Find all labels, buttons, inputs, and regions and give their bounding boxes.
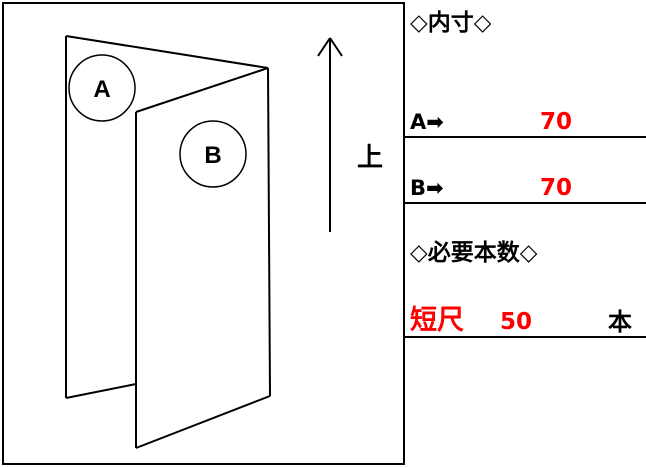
panel-a-marker	[68, 54, 136, 122]
inner-dimensions-heading: ◇内寸◇	[410, 10, 492, 36]
dimension-b-label: B➡	[410, 176, 444, 200]
dimension-a-value: 70	[540, 109, 573, 135]
divider-line	[404, 336, 646, 338]
panel-a-label: A	[93, 76, 110, 103]
panel-b-label: B	[204, 142, 221, 169]
required-count-heading: ◇必要本数◇	[410, 240, 538, 266]
dimension-b-value: 70	[540, 175, 573, 201]
direction-label: 上	[357, 143, 383, 173]
divider-line	[404, 136, 646, 138]
divider-line	[404, 202, 646, 204]
panel-a-outline	[65, 35, 269, 399]
panel-b-outline	[135, 67, 271, 449]
diagram-frame	[2, 2, 405, 465]
up-arrow-icon	[317, 37, 343, 232]
required-item-name: 短尺	[410, 305, 464, 336]
required-quantity: 50	[500, 309, 533, 335]
panel-b-marker	[179, 120, 247, 188]
required-unit: 本	[608, 308, 632, 336]
dimension-a-label: A➡	[410, 110, 444, 134]
